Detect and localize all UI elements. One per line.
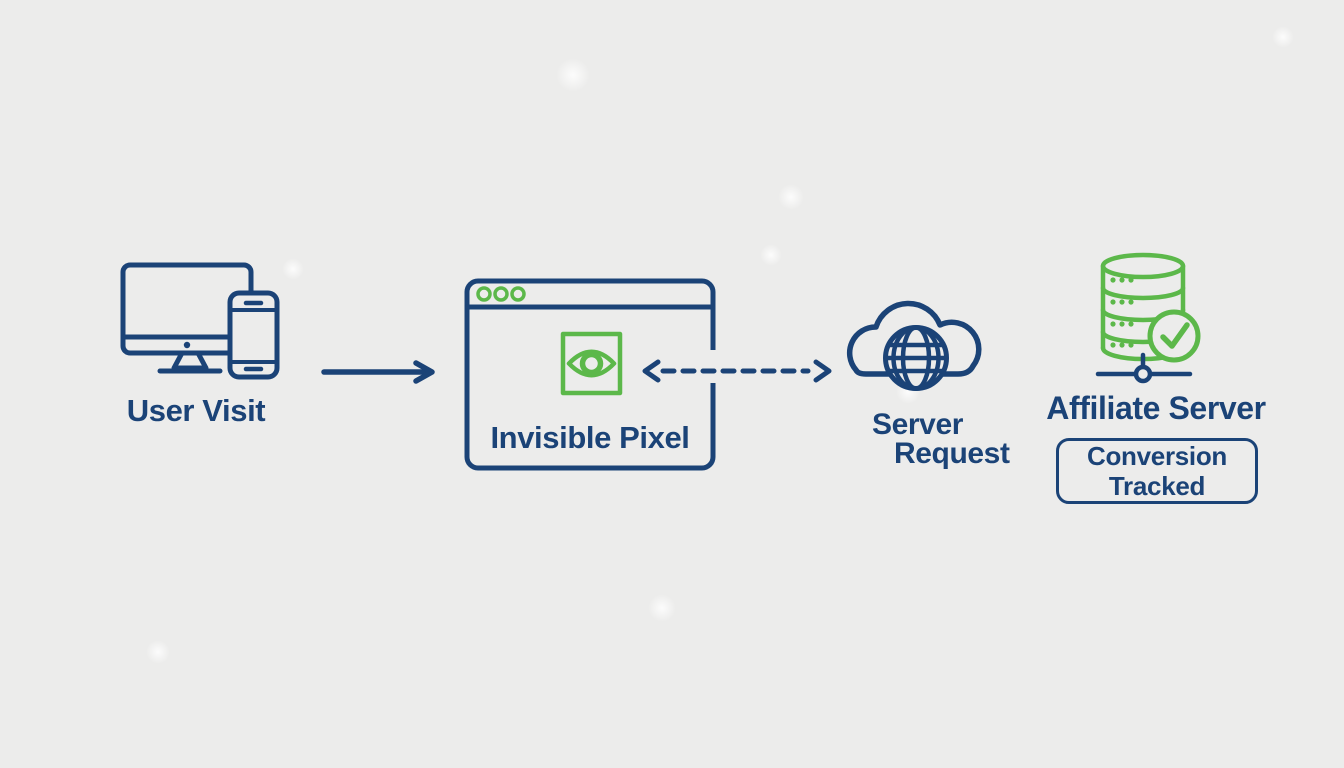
smartphone-icon [227, 290, 280, 380]
arrow-user-to-pixel [321, 360, 435, 384]
conversion-tracked-line1: Conversion [1086, 441, 1228, 471]
pixel-eye-icon [560, 331, 623, 396]
globe-icon [883, 325, 949, 391]
arrow-pixel-server-dashed [642, 359, 832, 383]
background-speck [556, 58, 590, 92]
cloud-globe-icon [846, 300, 982, 391]
server-request-label-line1: Server [872, 408, 964, 441]
desktop-and-smartphone-icon [120, 262, 280, 380]
conversion-tracked-badge: Conversion Tracked [1056, 438, 1258, 504]
invisible-pixel-label: Invisible Pixel [490, 420, 690, 455]
background-speck [146, 640, 170, 664]
background-speck [760, 244, 782, 266]
browser-window-icon [464, 278, 717, 471]
background-speck [648, 594, 676, 622]
browser-dots-icon [476, 286, 526, 302]
conversion-tracked-line2: Tracked [1108, 471, 1206, 501]
background-speck [778, 184, 804, 210]
background-speck [282, 258, 304, 280]
server-request-label-line2: Request [894, 437, 1010, 470]
database-checkmark-icon [1095, 252, 1201, 384]
cloud-outline [846, 300, 982, 377]
checkmark-circle-icon [1147, 309, 1201, 363]
user-visit-label: User Visit [126, 393, 266, 428]
network-node-icon [1095, 352, 1193, 384]
affiliate-server-label: Affiliate Server [1046, 390, 1266, 426]
background-speck [1272, 26, 1294, 48]
